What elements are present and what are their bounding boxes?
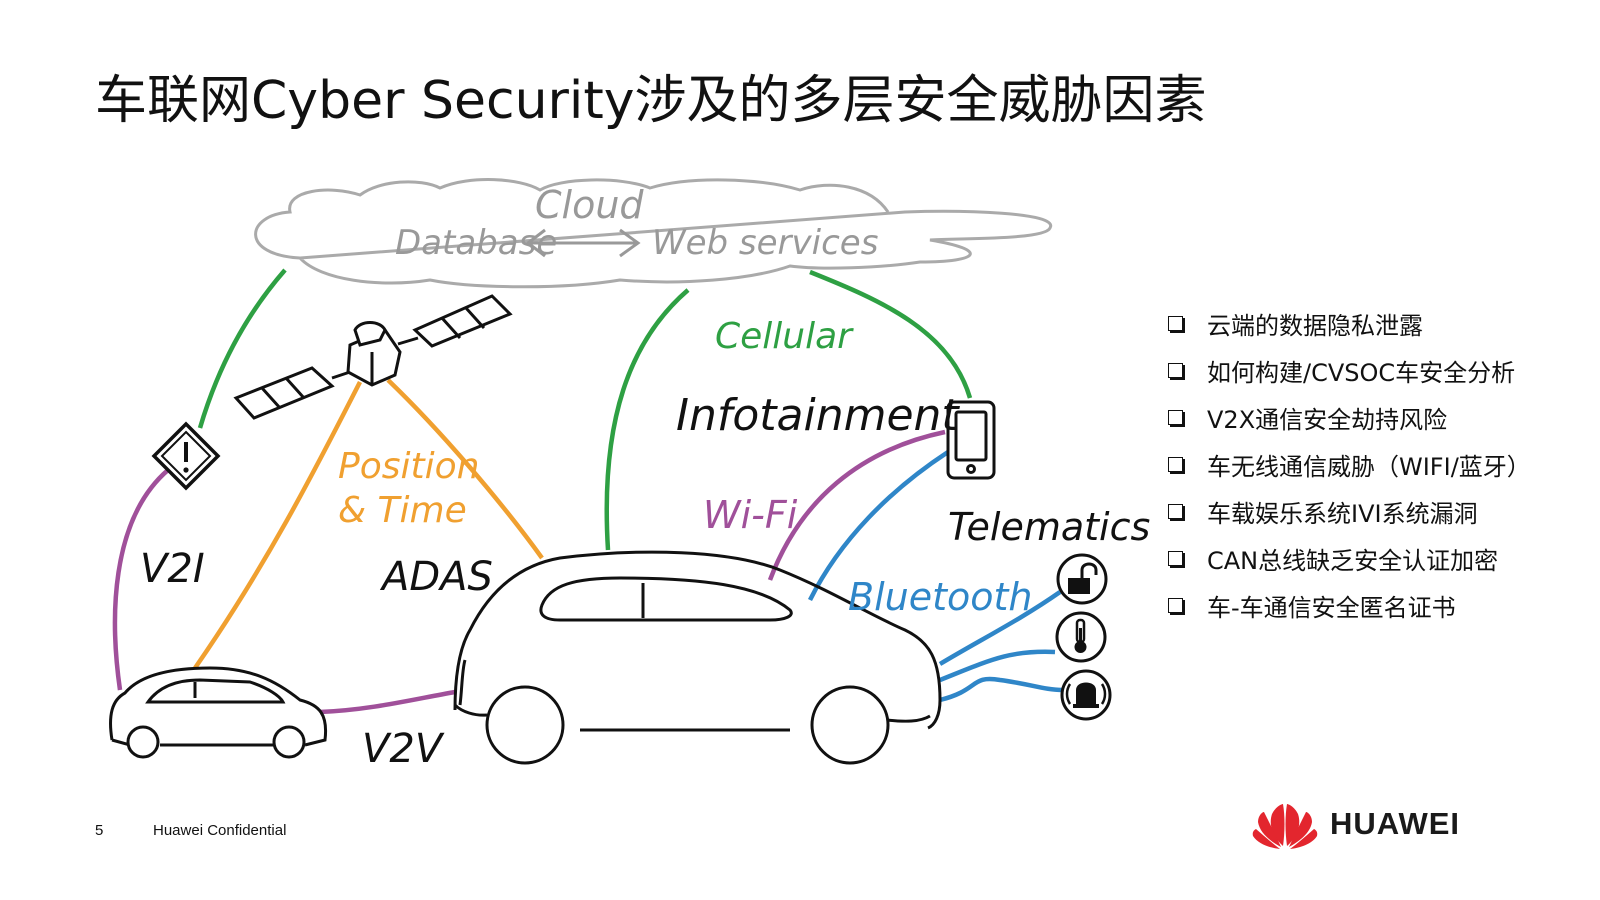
v2i-link xyxy=(112,468,170,691)
infotainment-label: Infotainment xyxy=(676,390,960,441)
position-link-small-car xyxy=(193,380,363,670)
cellular-label: Cellular xyxy=(715,316,854,357)
v2v-link xyxy=(319,689,456,715)
phone-icon xyxy=(946,400,996,480)
checkbox-bullet-icon xyxy=(1168,316,1183,331)
threat-list: 云端的数据隐私泄露 如何构建/CVSOC车安全分析 V2X通信安全劫持风险 车无… xyxy=(1168,300,1531,629)
large-car xyxy=(453,550,942,765)
adas-label: ADAS xyxy=(379,554,493,600)
page-title: 车联网Cyber Security涉及的多层安全威胁因素 xyxy=(95,71,1207,131)
warning-sign-icon xyxy=(151,421,221,491)
cellular-link-car xyxy=(604,288,690,551)
position-label: Position xyxy=(338,446,479,487)
logo-wordmark: HUAWEI xyxy=(1330,806,1460,841)
list-item: 如何构建/CVSOC车安全分析 xyxy=(1168,347,1531,394)
list-item: 车-车通信安全匿名证书 xyxy=(1168,582,1531,629)
huawei-flower-icon xyxy=(1252,804,1318,849)
cellular-link-phone xyxy=(809,269,973,399)
telematics-link-alarm xyxy=(939,676,1063,703)
page-number: 5 xyxy=(95,822,104,839)
wifi-label: Wi-Fi xyxy=(703,493,798,537)
v2i-label: V2I xyxy=(140,546,205,592)
bluetooth-label: Bluetooth xyxy=(848,575,1032,619)
list-item: CAN总线缺乏安全认证加密 xyxy=(1168,535,1531,582)
double-arrow-icon xyxy=(525,228,641,258)
position-link-large-car xyxy=(386,378,544,560)
bluetooth-link xyxy=(807,450,950,602)
web-services-label: Web services xyxy=(652,223,878,263)
satellite-icon xyxy=(233,294,513,420)
thermometer-icon xyxy=(1055,611,1107,663)
alarm-icon xyxy=(1060,669,1112,721)
huawei-logo: HUAWEI xyxy=(1252,798,1482,850)
small-car xyxy=(109,666,328,759)
telematics-link-lock xyxy=(938,590,1062,666)
checkbox-bullet-icon xyxy=(1168,504,1183,519)
checkbox-bullet-icon xyxy=(1168,363,1183,378)
list-item: 车载娱乐系统IVI系统漏洞 xyxy=(1168,488,1531,535)
telematics-label: Telematics xyxy=(948,505,1150,549)
confidential-label: Huawei Confidential xyxy=(153,822,287,839)
checkbox-bullet-icon xyxy=(1168,551,1183,566)
telematics-link-thermo xyxy=(939,649,1056,683)
checkbox-bullet-icon xyxy=(1168,457,1183,472)
v2v-label: V2V xyxy=(362,726,445,772)
list-item: 车无线通信威胁（WIFI/蓝牙） xyxy=(1168,441,1531,488)
list-item: 云端的数据隐私泄露 xyxy=(1168,300,1531,347)
checkbox-bullet-icon xyxy=(1168,598,1183,613)
cellular-link-warning xyxy=(197,268,287,429)
checkbox-bullet-icon xyxy=(1168,410,1183,425)
cloud-shape xyxy=(254,178,1053,289)
list-item: V2X通信安全劫持风险 xyxy=(1168,394,1531,441)
wifi-link xyxy=(767,429,946,581)
time-label: & Time xyxy=(338,490,467,531)
lock-icon xyxy=(1056,553,1108,605)
cloud-label: Cloud xyxy=(535,183,644,227)
